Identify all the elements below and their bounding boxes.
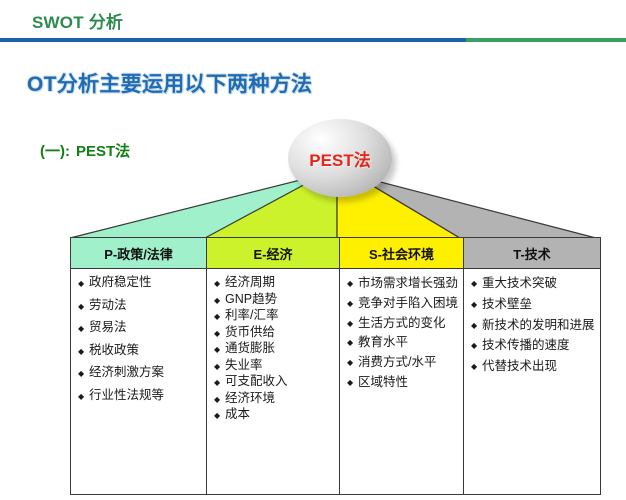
list-item: 经济环境: [214, 391, 335, 405]
column-header-p: P-政策/法律: [70, 237, 207, 269]
method-label-number: (一):: [40, 143, 70, 160]
list-item: 代替技术出现: [471, 359, 596, 374]
list-item: 失业率: [214, 358, 335, 372]
list-item: 市场需求增长强劲: [347, 276, 459, 291]
list-item: 经济刺激方案: [78, 366, 202, 380]
slide-header: SWOT 分析: [0, 0, 626, 42]
pest-matrix-header-row: P-政策/法律 E-经济 S-社会环境 T-技术: [70, 237, 601, 269]
wedge-t: [352, 173, 597, 239]
list-item: 贸易法: [78, 321, 202, 335]
list-item: 利率/汇率: [214, 309, 335, 323]
list-item: 可支配收入: [214, 375, 335, 389]
list-item: 政府稳定性: [78, 276, 202, 290]
list-item: 教育水平: [347, 335, 459, 350]
list-item: 税收政策: [78, 343, 202, 357]
list-item: 生活方式的变化: [347, 316, 459, 331]
list-item: 新技术的发明和进展: [471, 318, 596, 333]
list-item: 劳动法: [78, 298, 202, 312]
list-item: 货币供给: [214, 325, 335, 339]
column-cell-p: 政府稳定性劳动法贸易法税收政策经济刺激方案行业性法规等: [70, 268, 207, 495]
list-item: 技术传播的速度: [471, 338, 596, 353]
item-list-p: 政府稳定性劳动法贸易法税收政策经济刺激方案行业性法规等: [78, 276, 202, 403]
method-label: (一): PEST法: [40, 140, 130, 161]
list-item: 区域特性: [347, 375, 459, 390]
table-row: 政府稳定性劳动法贸易法税收政策经济刺激方案行业性法规等 经济周期 GNP趋势利率/…: [70, 268, 601, 495]
list-item: 技术壁垒: [471, 297, 596, 312]
list-item: GNP趋势: [214, 292, 335, 306]
header-rule-green-segment: [466, 38, 626, 42]
list-item: 竞争对手陷入困境: [347, 296, 459, 311]
column-header-t: T-技术: [463, 237, 601, 269]
column-cell-s: 市场需求增长强劲竞争对手陷入困境生活方式的变化教育水平消费方式/水平区域特性: [339, 268, 464, 495]
method-label-text: PEST法: [76, 143, 131, 160]
column-header-s: S-社会环境: [339, 237, 464, 269]
header-divider-rule: [0, 38, 626, 42]
item-list-t: 重大技术突破技术壁垒新技术的发明和进展技术传播的速度代替技术出现: [471, 276, 596, 374]
pest-matrix-table: P-政策/法律 E-经济 S-社会环境 T-技术 政府稳定性劳动法贸易法税收政策…: [70, 237, 601, 495]
pest-sphere-label: PEST法: [309, 150, 371, 170]
column-cell-e: 经济周期 GNP趋势利率/汇率货币供给通货膨胀失业率可支配收入经济环境成本: [206, 268, 340, 495]
list-item: 成本: [214, 408, 335, 422]
pest-sphere: PEST法: [288, 119, 392, 197]
item-list-s: 市场需求增长强劲竞争对手陷入困境生活方式的变化教育水平消费方式/水平区域特性: [347, 276, 459, 390]
list-item: 通货膨胀: [214, 342, 335, 356]
list-item: 行业性法规等: [78, 388, 202, 402]
header-title: SWOT 分析: [32, 13, 124, 32]
header-rule-blue-segment: [0, 38, 467, 42]
list-item: 经济周期: [214, 276, 335, 290]
column-cell-t: 重大技术突破技术壁垒新技术的发明和进展技术传播的速度代替技术出现: [463, 268, 601, 495]
list-item: 重大技术突破: [471, 276, 596, 291]
page-title: OT分析主要运用以下两种方法: [27, 73, 313, 96]
list-item: 消费方式/水平: [347, 355, 459, 370]
column-header-e: E-经济: [206, 237, 340, 269]
wedge-p: [69, 173, 337, 239]
pest-matrix-body: 政府稳定性劳动法贸易法税收政策经济刺激方案行业性法规等 经济周期 GNP趋势利率/…: [70, 268, 601, 495]
item-list-e: 经济周期 GNP趋势利率/汇率货币供给通货膨胀失业率可支配收入经济环境成本: [214, 276, 335, 422]
